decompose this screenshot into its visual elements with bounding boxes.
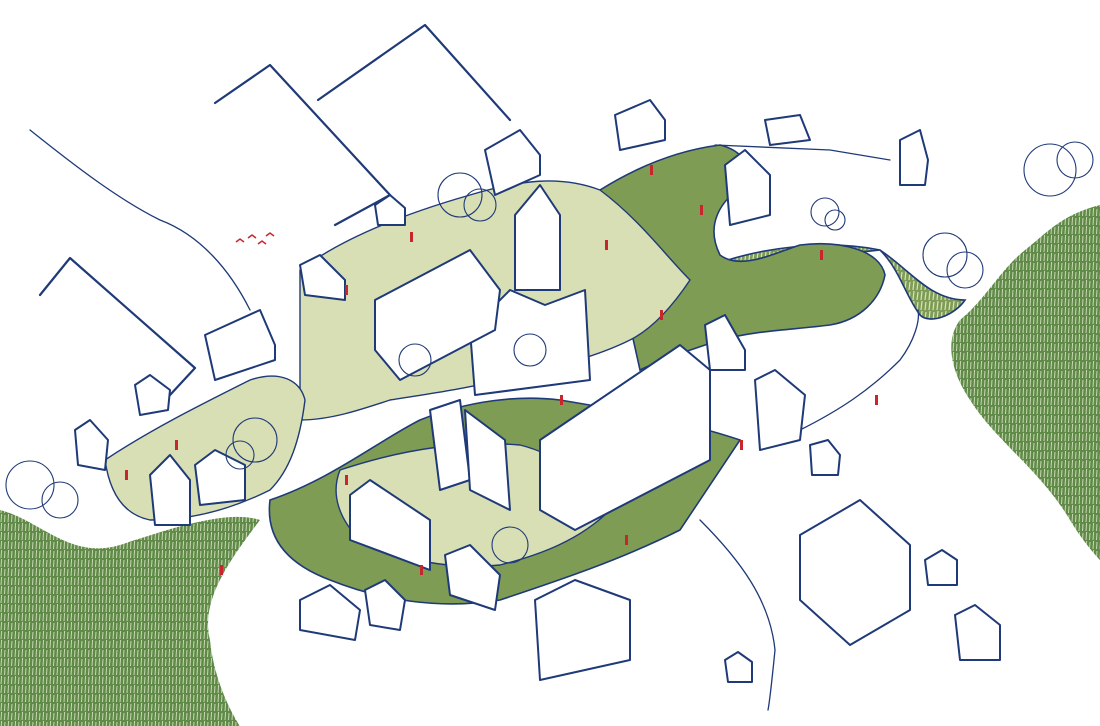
- row-house-3: [349, 479, 431, 571]
- road-south: [699, 519, 776, 711]
- house-east-3: [704, 314, 746, 371]
- house-north-2: [614, 99, 666, 151]
- person-figure-icon: [740, 440, 743, 450]
- upper-terrace-grass: [599, 144, 886, 372]
- person-figure-icon: [820, 250, 823, 260]
- tree-icon: [5, 460, 79, 519]
- tree-icon: [398, 343, 432, 377]
- big-block-center: [539, 344, 711, 531]
- row-house-4: [534, 579, 631, 681]
- bird-icon: [235, 238, 245, 243]
- tree-icon: [491, 526, 529, 564]
- church-tower: [514, 184, 561, 291]
- path-right: [799, 309, 920, 431]
- bird-icon: [247, 234, 257, 239]
- field-outline-1: [38, 256, 197, 397]
- house-left-2: [134, 374, 171, 416]
- courtyard-block: [799, 499, 911, 646]
- row-house-5: [444, 544, 501, 611]
- glass-hall: [374, 249, 501, 381]
- person-figure-icon: [420, 565, 423, 575]
- person-figure-icon: [560, 395, 563, 405]
- church-nave: [469, 289, 591, 396]
- person-figure-icon: [125, 470, 128, 480]
- house-east-2: [754, 369, 806, 451]
- house-right-low: [809, 439, 841, 476]
- house-west-3: [194, 449, 246, 506]
- bird-icon: [257, 240, 267, 245]
- tree-icon: [810, 197, 846, 231]
- field-outline-2: [213, 63, 392, 227]
- kiosk-3: [374, 194, 406, 226]
- buildings: [74, 99, 1001, 683]
- kiosk-1: [724, 651, 753, 683]
- tree-icon: [437, 172, 497, 222]
- person-figure-icon: [345, 285, 348, 295]
- house-southeast: [954, 604, 1001, 661]
- tree-icon: [513, 333, 547, 367]
- person-figure-icon: [220, 565, 223, 575]
- person-figure-icon: [660, 310, 663, 320]
- house-far-east: [899, 129, 929, 186]
- person-figure-icon: [410, 232, 413, 242]
- house-east-1: [724, 149, 771, 226]
- forest-left: [0, 510, 260, 726]
- house-north-1: [484, 129, 541, 196]
- house-west-1: [204, 309, 276, 381]
- house-southwest-1: [299, 584, 361, 641]
- person-figure-icon: [700, 205, 703, 215]
- house-southwest-2: [364, 579, 406, 631]
- shed-east: [764, 114, 811, 146]
- house-west-2: [149, 454, 191, 526]
- house-far-left: [74, 419, 109, 471]
- people: [125, 165, 878, 575]
- person-figure-icon: [605, 240, 608, 250]
- tree-icon: [225, 417, 278, 470]
- road-east: [714, 144, 891, 161]
- bird-icon: [265, 232, 275, 237]
- hill-contour-line: [29, 129, 251, 311]
- birds: [235, 232, 275, 245]
- person-figure-icon: [345, 475, 348, 485]
- person-figure-icon: [175, 440, 178, 450]
- forest-right: [951, 205, 1100, 560]
- row-house-2: [464, 409, 511, 511]
- person-figure-icon: [650, 165, 653, 175]
- kiosk-2: [924, 549, 958, 586]
- field-outline-3: [316, 23, 512, 122]
- person-figure-icon: [625, 535, 628, 545]
- person-figure-icon: [875, 395, 878, 405]
- trees: [5, 141, 1094, 564]
- tree-icon: [922, 232, 984, 289]
- tree-icon: [1023, 141, 1094, 197]
